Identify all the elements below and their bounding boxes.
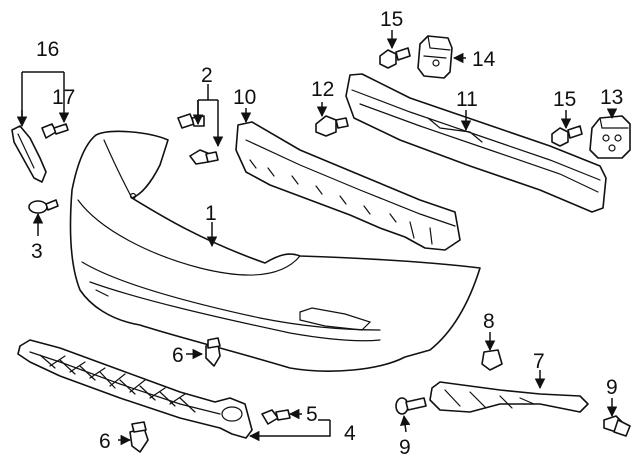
clip-2-upper[interactable] [177,113,205,129]
bolt-6-lower[interactable] [129,421,149,453]
callout-9-left: 9 [399,436,411,459]
callout-14: 14 [472,48,496,71]
bracket-14[interactable] [417,35,453,79]
callout-16: 16 [36,38,59,61]
screw-9-right[interactable] [603,415,631,437]
callout-labels: 1 2 3 4 5 6 6 7 8 9 9 10 11 12 13 14 15 … [31,8,623,459]
energy-absorber[interactable] [235,121,461,251]
callout-4: 4 [344,422,356,445]
side-bracket[interactable] [11,125,47,183]
impact-bar[interactable] [345,73,607,213]
callout-5: 5 [306,403,318,426]
bolt-6-upper[interactable] [205,337,221,367]
callout-12: 12 [311,78,334,101]
callout-13: 13 [600,86,623,109]
callout-6-upper: 6 [172,344,184,367]
callout-9-right: 9 [606,376,618,399]
callout-8: 8 [483,310,495,333]
side-bracket-7[interactable] [429,381,589,413]
callout-1: 1 [205,202,217,225]
clip-8[interactable] [481,349,503,371]
clip-3[interactable] [28,199,59,214]
callout-2: 2 [201,64,213,87]
bracket-13[interactable] [589,115,631,159]
fastener-5[interactable] [261,409,291,425]
callout-15-right: 15 [553,88,576,111]
callout-15-upper: 15 [380,8,403,31]
clip-2-lower[interactable] [189,149,219,165]
bolt-15-upper[interactable] [379,47,411,69]
bolt-12[interactable] [315,115,349,137]
callout-3: 3 [31,240,43,263]
callout-17: 17 [52,86,75,109]
bumper-cover[interactable] [69,130,481,372]
callout-10: 10 [233,86,256,109]
screw-9-left[interactable] [395,397,427,415]
callout-6-lower: 6 [99,430,111,453]
bolt-17[interactable] [41,123,69,139]
leader-lines [16,30,618,446]
callout-11: 11 [456,88,478,111]
callout-7: 7 [533,350,545,373]
bolt-15-right[interactable] [551,125,583,147]
